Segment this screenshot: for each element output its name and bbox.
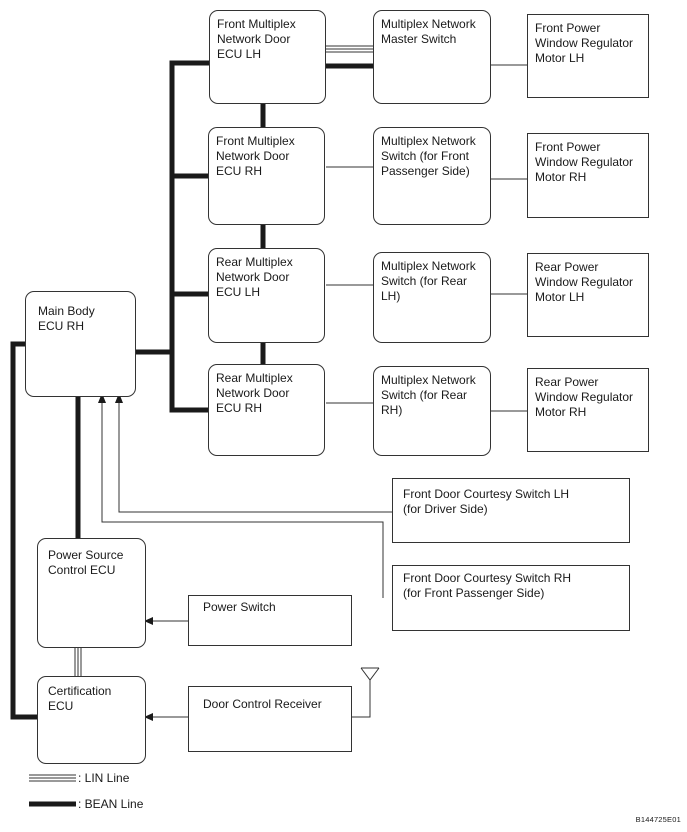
rear-door-ecu-rh-label: Rear Multiplex Network Door ECU RH — [216, 371, 293, 415]
arrow-up-icon — [98, 393, 106, 403]
wire-courtesy-lh — [118, 400, 392, 513]
arrow-left-icon — [144, 713, 153, 721]
rear-door-ecu-lh-label: Rear Multiplex Network Door ECU LH — [216, 255, 293, 299]
motor-rear-lh-label: Rear Power Window Regulator Motor LH — [535, 260, 634, 304]
rear-door-ecu-rh: Rear Multiplex Network Door ECU RH — [208, 364, 325, 456]
switch-front-passenger-label: Multiplex Network Switch (for Front Pass… — [381, 134, 476, 178]
motor-front-rh: Front Power Window Regulator Motor RH — [527, 133, 649, 218]
motor-front-lh-label: Front Power Window Regulator Motor LH — [535, 21, 634, 65]
figure-code: B144725E01 — [635, 815, 681, 824]
switch-rear-lh-label: Multiplex Network Switch (for Rear LH) — [381, 259, 476, 303]
certification-ecu-label: Certification ECU — [48, 684, 112, 713]
master-switch-label: Multiplex Network Master Switch — [381, 17, 476, 46]
motor-rear-rh: Rear Power Window Regulator Motor RH — [527, 368, 649, 452]
front-door-ecu-lh: Front Multiplex Network Door ECU LH — [209, 10, 326, 104]
courtesy-switch-rh: Front Door Courtesy Switch RH (for Front… — [392, 565, 630, 631]
power-switch-label: Power Switch — [203, 600, 276, 614]
arrow-left-icon — [144, 617, 153, 625]
courtesy-switch-rh-label: Front Door Courtesy Switch RH (for Front… — [403, 571, 572, 600]
motor-front-lh: Front Power Window Regulator Motor LH — [527, 14, 649, 98]
front-door-ecu-lh-label: Front Multiplex Network Door ECU LH — [217, 17, 296, 61]
motor-rear-lh: Rear Power Window Regulator Motor LH — [527, 253, 649, 337]
bean-main-to-certification — [10, 341, 40, 720]
courtesy-switch-lh: Front Door Courtesy Switch LH (for Drive… — [392, 478, 630, 543]
power-switch: Power Switch — [188, 595, 352, 646]
switch-rear-rh: Multiplex Network Switch (for Rear RH) — [373, 366, 491, 456]
motor-front-rh-label: Front Power Window Regulator Motor RH — [535, 140, 634, 184]
switch-rear-rh-label: Multiplex Network Switch (for Rear RH) — [381, 373, 476, 417]
main-body-ecu: Main Body ECU RH — [25, 291, 136, 397]
certification-ecu: Certification ECU — [37, 676, 146, 764]
antenna-wire — [352, 680, 371, 718]
arrow-up-icon — [115, 393, 123, 403]
antenna-icon — [360, 667, 380, 681]
switch-front-passenger: Multiplex Network Switch (for Front Pass… — [373, 127, 491, 225]
courtesy-switch-lh-label: Front Door Courtesy Switch LH (for Drive… — [403, 487, 570, 516]
power-source-control-ecu-label: Power Source Control ECU — [48, 548, 124, 577]
signal-wires — [101, 64, 527, 718]
bean-bus-lines — [10, 60, 376, 720]
master-switch: Multiplex Network Master Switch — [373, 10, 491, 104]
motor-rear-rh-label: Rear Power Window Regulator Motor RH — [535, 375, 634, 419]
switch-rear-lh: Multiplex Network Switch (for Rear LH) — [373, 252, 491, 343]
legend-samples — [29, 774, 76, 807]
door-control-receiver: Door Control Receiver — [188, 686, 352, 752]
lin-line — [74, 45, 373, 676]
door-control-receiver-label: Door Control Receiver — [203, 697, 322, 711]
rear-door-ecu-lh: Rear Multiplex Network Door ECU LH — [208, 248, 325, 343]
main-body-ecu-label: Main Body ECU RH — [38, 304, 95, 333]
arrow-heads — [98, 393, 153, 721]
wire-courtesy-rh — [101, 400, 384, 598]
legend-bean-line: : BEAN Line — [78, 797, 144, 811]
front-door-ecu-rh: Front Multiplex Network Door ECU RH — [208, 127, 325, 225]
front-door-ecu-rh-label: Front Multiplex Network Door ECU RH — [216, 134, 295, 178]
power-source-control-ecu: Power Source Control ECU — [37, 538, 146, 648]
legend-lin-line: : LIN Line — [78, 771, 130, 785]
